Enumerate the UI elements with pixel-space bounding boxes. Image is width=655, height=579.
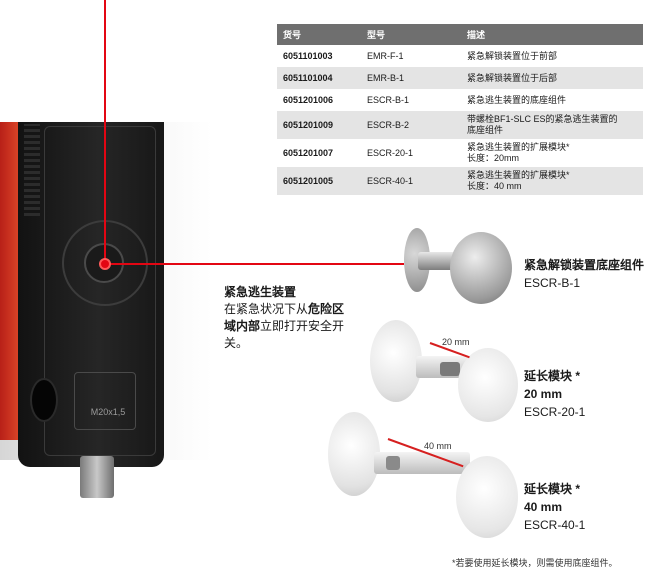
- cell-part: 6051201009: [277, 111, 361, 139]
- caption-extension-20: 延长模块 * 20 mm ESCR-20-1: [524, 367, 585, 421]
- cell-part: 6051101004: [277, 67, 361, 89]
- cell-part: 6051101003: [277, 45, 361, 67]
- ext20-disc-front: [458, 348, 518, 422]
- ext20-disc-back: [370, 320, 422, 402]
- cell-desc: 紧急逃生装置的扩展模块*长度：20mm: [461, 139, 643, 167]
- spec-table: 货号 型号 描述 6051101003 EMR-F-1 紧急解锁装置位于前部 6…: [277, 24, 643, 195]
- device-ribs: [24, 124, 40, 216]
- caption-title: 延长模块 *: [524, 369, 581, 383]
- table-row: 6051201006 ESCR-B-1 紧急逃生装置的底座组件: [277, 89, 643, 111]
- caption-length: 40 mm: [524, 500, 563, 514]
- table-row: 6051201005 ESCR-40-1 紧急逃生装置的扩展模块*长度：40 m…: [277, 167, 643, 195]
- table-header-row: 货号 型号 描述: [277, 24, 643, 45]
- ext40-module: [386, 456, 400, 470]
- caption-base-assembly: 紧急解锁装置底座组件 ESCR-B-1: [524, 256, 644, 292]
- callout-text: 紧急逃生装置 在紧急状况下从危险区 域内部立即打开安全开 关。: [224, 284, 364, 352]
- callout-line-3: 关。: [224, 336, 249, 350]
- cell-part: 6051201007: [277, 139, 361, 167]
- ext40-disc-back: [328, 412, 380, 496]
- cell-model: ESCR-20-1: [361, 139, 461, 167]
- caption-model: ESCR-20-1: [524, 405, 586, 419]
- callout-line-vertical: [104, 0, 106, 264]
- device-mount-hole: [30, 378, 58, 422]
- callout-target-dot: [99, 258, 111, 270]
- callout-line-horizontal: [104, 263, 404, 265]
- table-row: 6051101004 EMR-B-1 紧急解锁装置位于后部: [277, 67, 643, 89]
- caption-model: ESCR-40-1: [524, 518, 586, 532]
- cell-model: ESCR-40-1: [361, 167, 461, 195]
- ext20-module: [440, 362, 460, 376]
- caption-title: 紧急解锁装置底座组件: [524, 258, 645, 272]
- device-cable-entry: [74, 372, 136, 430]
- cell-model: ESCR-B-1: [361, 89, 461, 111]
- cell-desc: 紧急逃生装置的底座组件: [461, 89, 643, 111]
- dim-label-20: 20 mm: [442, 337, 470, 347]
- cell-model: EMR-F-1: [361, 45, 461, 67]
- footnote: *若要使用延长模块，则需使用底座组件。: [452, 558, 618, 568]
- device-red-side: [0, 122, 22, 440]
- ext40-disc-front: [456, 456, 518, 538]
- caption-model: ESCR-B-1: [524, 276, 581, 290]
- cell-part: 6051201005: [277, 167, 361, 195]
- device-thread-label: M20x1,5: [90, 407, 126, 417]
- caption-title: 延长模块 *: [524, 482, 581, 496]
- cell-model: ESCR-B-2: [361, 111, 461, 139]
- cell-desc: 带螺栓BF1-SLC ES的紧急逃生装置的底座组件: [461, 111, 643, 139]
- table-row: 6051201007 ESCR-20-1 紧急逃生装置的扩展模块*长度：20mm: [277, 139, 643, 167]
- table-row: 6051101003 EMR-F-1 紧急解锁装置位于前部: [277, 45, 643, 67]
- dim-label-40: 40 mm: [424, 441, 452, 451]
- callout-line-1: 在紧急状况下从危险区: [224, 302, 345, 316]
- table-row: 6051201009 ESCR-B-2 带螺栓BF1-SLC ES的紧急逃生装置…: [277, 111, 643, 139]
- header-description: 描述: [461, 24, 643, 45]
- caption-length: 20 mm: [524, 387, 563, 401]
- cell-desc: 紧急解锁装置位于前部: [461, 45, 643, 67]
- cell-desc: 紧急逃生装置的扩展模块*长度：40 mm: [461, 167, 643, 195]
- header-model: 型号: [361, 24, 461, 45]
- caption-extension-40: 延长模块 * 40 mm ESCR-40-1: [524, 480, 585, 534]
- cell-part: 6051201006: [277, 89, 361, 111]
- device-front-panel: [44, 126, 156, 456]
- header-part-number: 货号: [277, 24, 361, 45]
- base-disc-front: [450, 232, 512, 304]
- callout-title: 紧急逃生装置: [224, 285, 297, 299]
- cell-desc: 紧急解锁装置位于后部: [461, 67, 643, 89]
- callout-line-2: 域内部立即打开安全开: [224, 319, 345, 333]
- device-connector: [80, 456, 114, 498]
- cell-model: EMR-B-1: [361, 67, 461, 89]
